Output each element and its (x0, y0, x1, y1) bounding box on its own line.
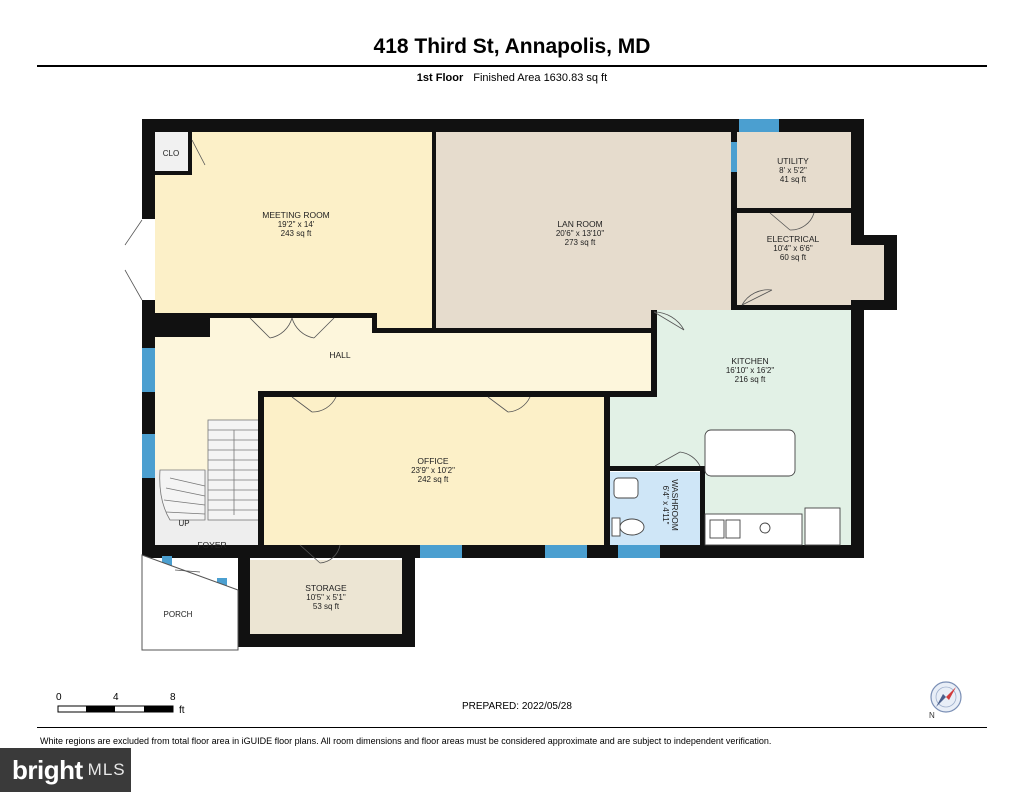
washroom-dims: 6'4" x 4'11" (661, 486, 670, 525)
scale-unit: ft (179, 705, 185, 716)
porch-outline (141, 554, 239, 651)
porch-label: PORCH (164, 610, 193, 619)
lan-room-dims: 20'6" x 13'10" (556, 229, 604, 238)
finished-area: Finished Area 1630.83 sq ft (473, 72, 608, 84)
walls (142, 119, 897, 647)
staircase (159, 419, 261, 521)
scale-bar (57, 705, 174, 713)
utility-name: UTILITY (777, 156, 809, 166)
kitchen-counter (704, 513, 803, 546)
clo-label: CLO (163, 149, 179, 158)
storage-room (250, 560, 402, 634)
floor-label: 1st Floor (416, 72, 464, 84)
foyer-label: FOYER (197, 540, 226, 550)
storage-area: 53 sq ft (313, 602, 340, 611)
office-name: OFFICE (417, 456, 448, 466)
sink-icon (613, 477, 639, 499)
scale-tick-0: 0 (56, 692, 62, 703)
kitchen-name: KITCHEN (731, 356, 768, 366)
clo-room (155, 132, 188, 172)
electrical-room (737, 213, 884, 305)
kitchen-fixtures (704, 429, 841, 546)
storage-name: STORAGE (305, 583, 347, 593)
electrical-name: ELECTRICAL (767, 234, 820, 244)
kitchen-area: 216 sq ft (735, 375, 766, 384)
watermark-suffix: MLS (87, 760, 126, 779)
hall-label: HALL (329, 350, 351, 360)
kitchen-island (704, 429, 796, 477)
washroom-name: WASHROOM (670, 479, 680, 531)
prepared-date: PREPARED: 2022/05/28 (462, 701, 572, 712)
stairs-up-label: UP (178, 519, 189, 528)
meeting-room-name: MEETING ROOM (262, 210, 330, 220)
kitchen-dims: 16'10" x 16'2" (726, 366, 774, 375)
lan-room (436, 132, 731, 330)
washroom-label-group: WASHROOM 6'4" x 4'11" (661, 479, 680, 531)
hall-room (155, 318, 655, 545)
scale-tick-8: 8 (170, 692, 176, 703)
plan-subtitle: 1st Floor Finished Area 1630.83 sq ft (0, 72, 1024, 84)
electrical-dims: 10'4" x 6'6" (773, 244, 813, 253)
utility-dims: 8' x 5'2" (779, 166, 807, 175)
fridge (804, 507, 841, 546)
utility-room (737, 132, 851, 208)
office-area: 242 sq ft (418, 475, 449, 484)
watermark-logo: bright MLS (0, 748, 131, 792)
compass-icon: N (929, 681, 962, 720)
door-swings (124, 139, 815, 573)
office-room (262, 397, 604, 545)
washroom-fixtures (611, 477, 645, 537)
watermark-brand: bright (12, 754, 83, 785)
compass-north-label: N (929, 711, 935, 720)
header-rule (37, 65, 987, 67)
scale-tick-4: 4 (113, 692, 119, 703)
footer-rule (37, 727, 987, 728)
lan-room-area: 273 sq ft (565, 238, 596, 247)
kitchen-room (608, 310, 851, 545)
lan-room-name: LAN ROOM (557, 219, 602, 229)
meeting-room-dims: 19'2" x 14' (278, 220, 315, 229)
meeting-room (155, 132, 432, 337)
toilet-icon (619, 518, 645, 536)
storage-dims: 10'5" x 5'1" (306, 593, 346, 602)
plan-title: 418 Third St, Annapolis, MD (373, 35, 651, 58)
office-dims: 23'9" x 10'2" (411, 466, 455, 475)
meeting-room-area: 243 sq ft (281, 229, 312, 238)
disclaimer-text: White regions are excluded from total fl… (40, 736, 772, 746)
electrical-area: 60 sq ft (780, 253, 807, 262)
utility-area: 41 sq ft (780, 175, 807, 184)
